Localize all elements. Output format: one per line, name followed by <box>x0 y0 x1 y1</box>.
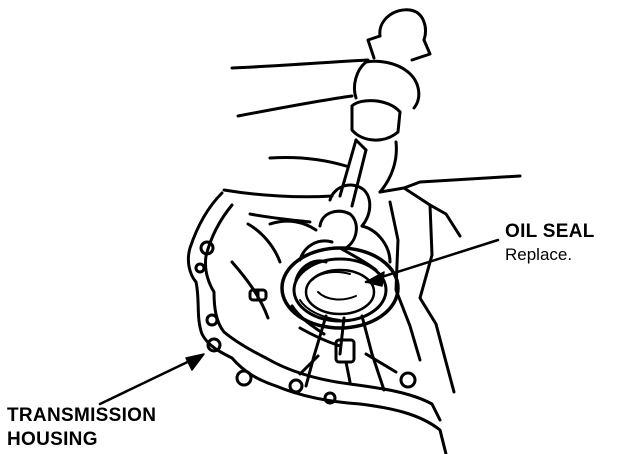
housing-arrowhead <box>185 353 205 371</box>
transmission-housing-label-line1: TRANSMISSION <box>7 405 157 426</box>
transmission-housing-illustration <box>186 174 522 454</box>
transmission-housing-label-line2: HOUSING <box>7 429 98 450</box>
leader-lines <box>98 238 500 406</box>
hammer-illustration <box>230 8 432 142</box>
oil-seal-note: Replace. <box>505 245 573 264</box>
oil-seal-leader-line <box>364 238 500 284</box>
oil-seal-label: OIL SEAL <box>505 221 595 242</box>
housing-leader-line <box>98 354 202 406</box>
oil-seal-arrowhead <box>365 271 385 287</box>
hand-with-drift-illustration <box>222 138 398 282</box>
